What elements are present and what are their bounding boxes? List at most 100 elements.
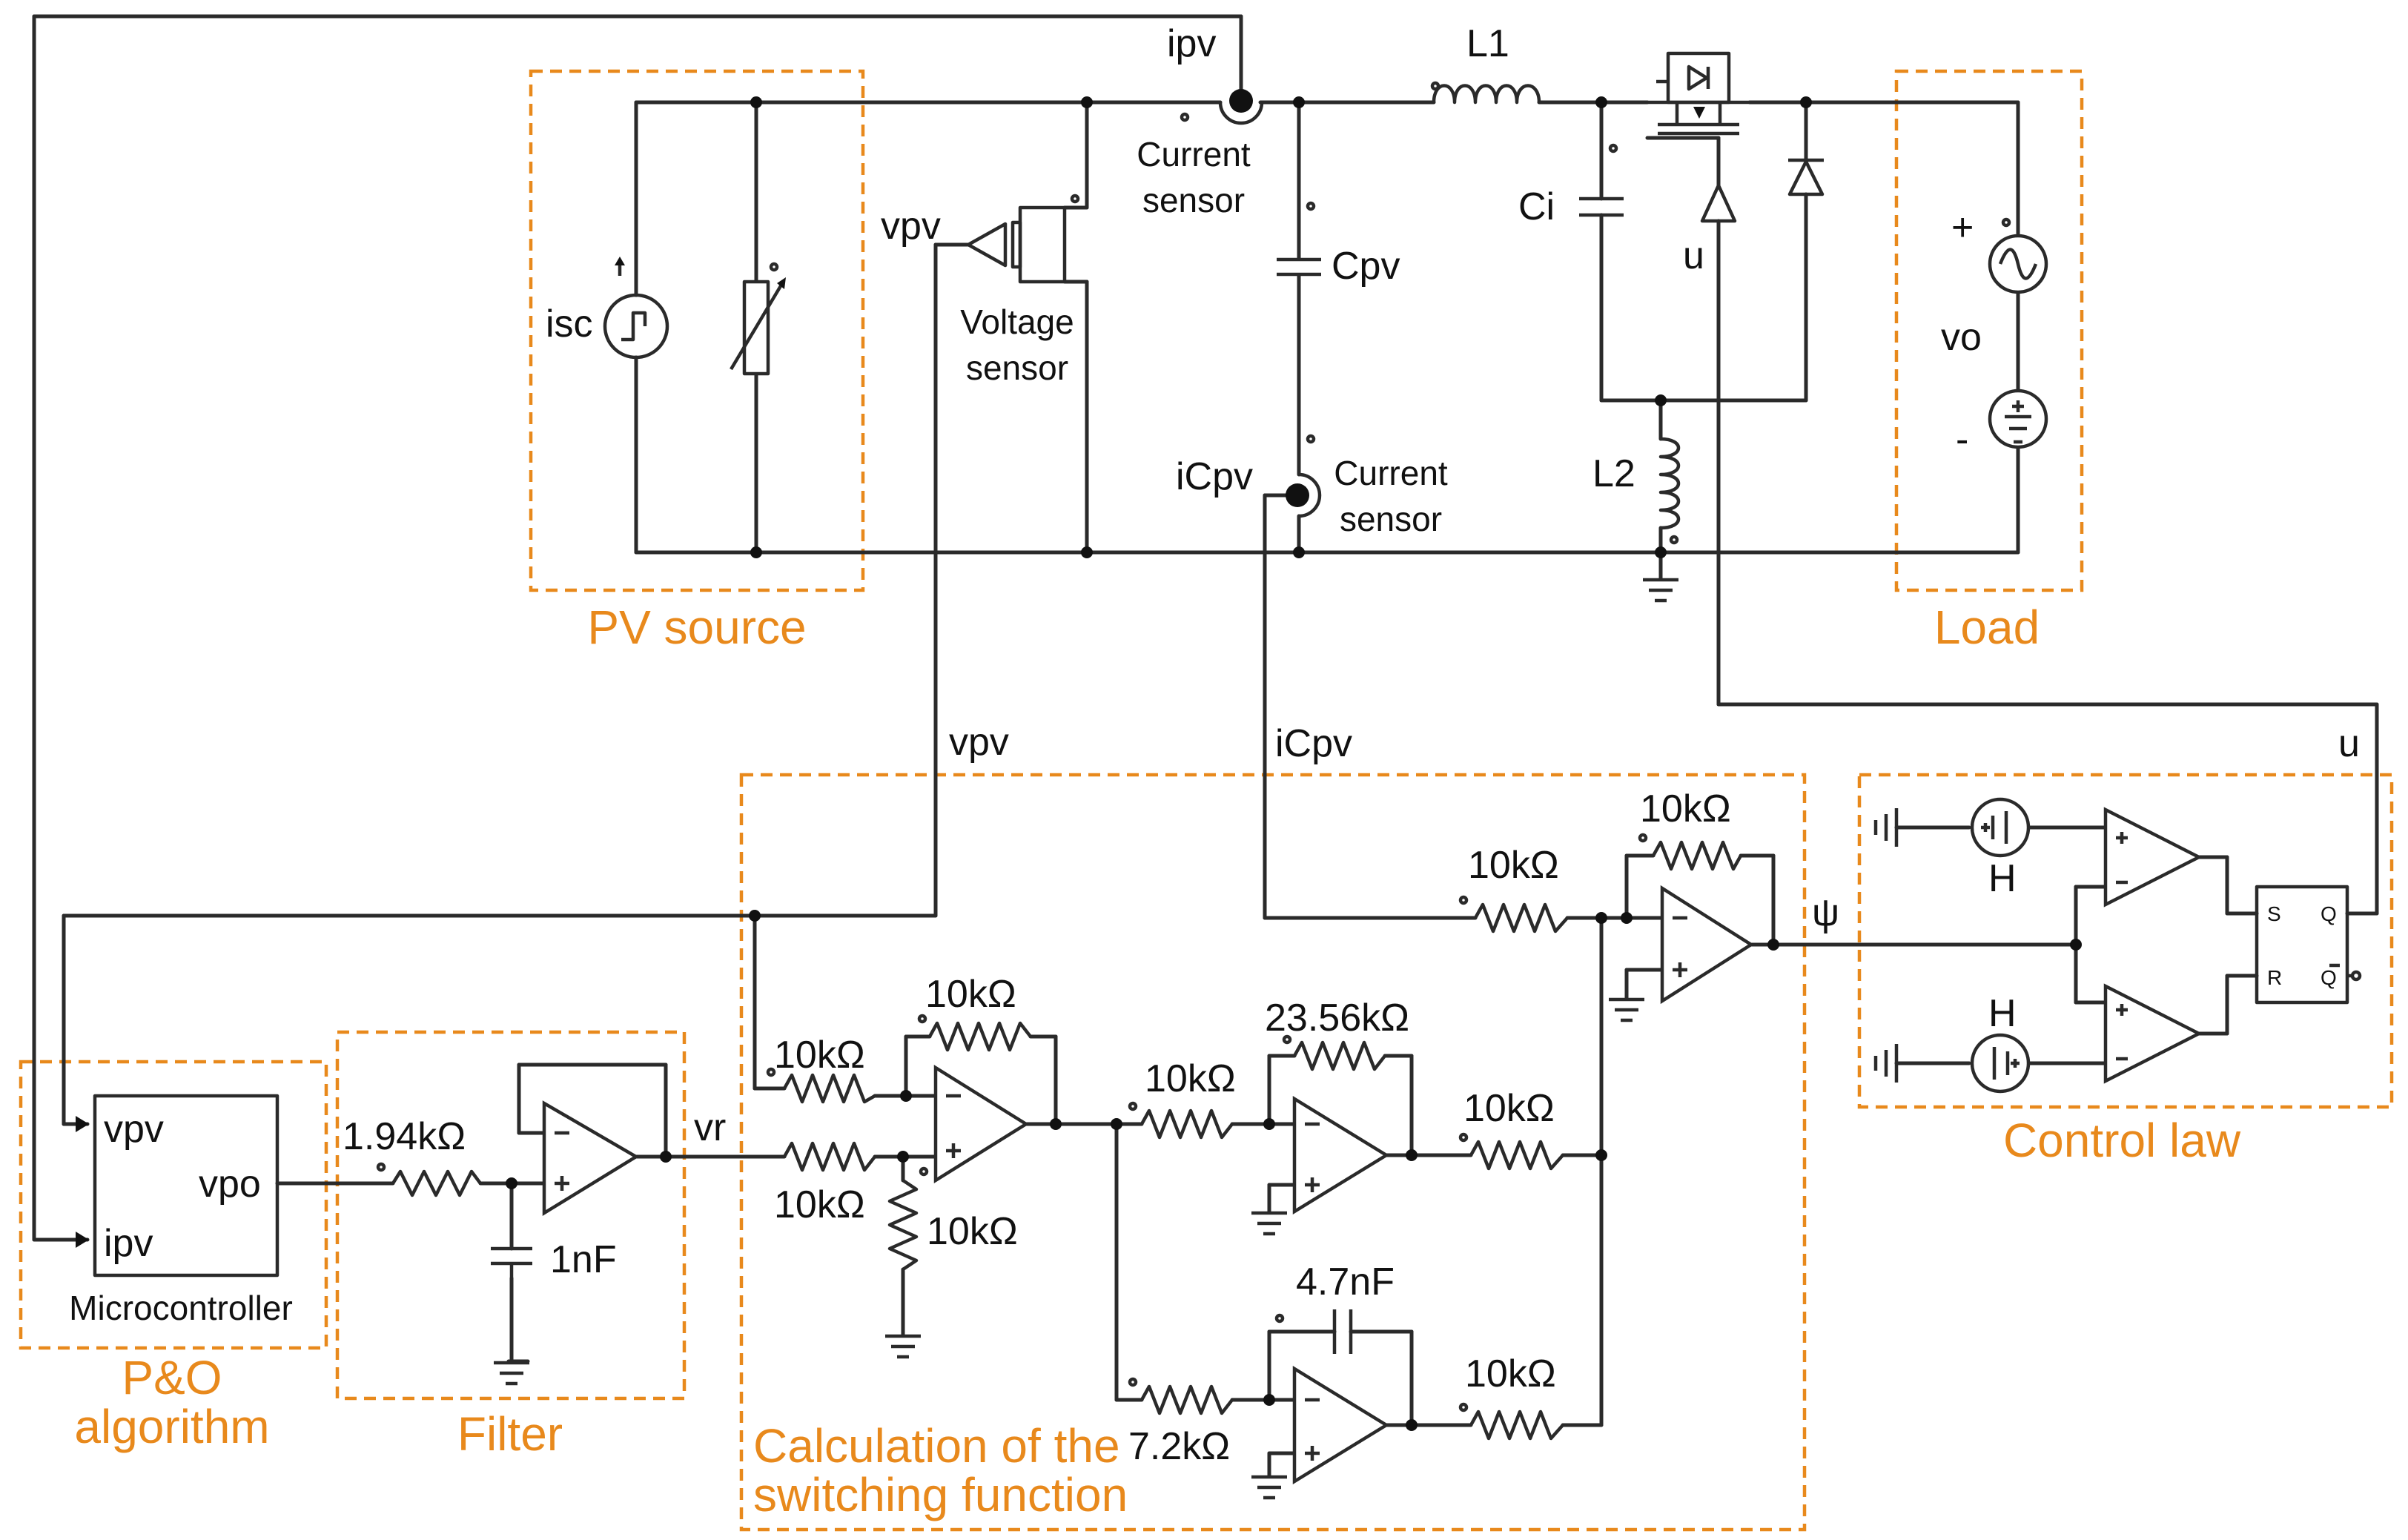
filter-capacitor-label: 1nF: [550, 1238, 617, 1281]
current-source-isc: [603, 257, 669, 360]
icpv-signal-label: iCpv: [1275, 722, 1352, 765]
variable-resistor: [730, 262, 786, 376]
dc-source: [1988, 389, 2048, 449]
ff-r-label: R: [2267, 966, 2282, 989]
voltage-sensor-label-line1: Voltage: [960, 303, 1074, 341]
ac-source: [1988, 217, 2048, 294]
comparator-bottom: [2103, 983, 2203, 1084]
current-sensor-icpv: [1286, 434, 1322, 518]
vpv-signal-label: vpv: [949, 721, 1009, 764]
mc-vpv-input: vpv: [104, 1108, 164, 1151]
dc-source-h-bottom: [1970, 1033, 2031, 1094]
plus-label: +: [1951, 206, 1974, 249]
r-in-top-label: 10kΩ: [774, 1034, 865, 1077]
l2-label: L2: [1592, 452, 1635, 495]
ground-rail-bottom: [1873, 1044, 1899, 1083]
mc-ipv-input: ipv: [104, 1222, 153, 1265]
comparator-top: [2103, 807, 2203, 908]
r-in-2-label: 10kΩ: [1145, 1057, 1236, 1100]
filter-box: [335, 1030, 687, 1401]
pv-source-box: [529, 69, 865, 592]
power-stage-wires: [634, 100, 2020, 707]
mc-vpo-output: vpo: [199, 1163, 261, 1206]
switching-title-line2: switching function: [753, 1468, 1128, 1521]
resistor-10k-ground: [887, 1179, 919, 1271]
po-algorithm-title-line1: P&O: [122, 1351, 222, 1404]
r-fb-sum-label: 10kΩ: [1640, 787, 1731, 830]
ground-symbol: [1251, 1475, 1287, 1500]
capacitor-cpv: [1277, 201, 1321, 277]
r-icpv-label: 10kΩ: [1468, 844, 1559, 887]
gate-driver: [1700, 183, 1737, 223]
microcontroller-title: Microcontroller: [69, 1289, 293, 1327]
vpv-sensor-label: vpv: [881, 205, 941, 248]
ground-symbol: [1251, 1211, 1287, 1236]
resistor-10k-feedback-sum: [1652, 840, 1742, 871]
ground-rail-top: [1873, 808, 1899, 847]
resistor-10k-in-top: [783, 1073, 876, 1104]
voltage-sensor-label-line2: sensor: [966, 348, 1068, 387]
current-sensor-2-label-line2: sensor: [1340, 500, 1442, 538]
current-sensor-1-label-line1: Current: [1137, 135, 1251, 174]
control-law-box: [1857, 773, 2394, 1109]
r-fb-1-label: 10kΩ: [925, 973, 1016, 1016]
mosfet-switch: [1647, 51, 1750, 136]
isc-label: isc: [546, 303, 593, 346]
resistor-10k-out-3: [1469, 1410, 1564, 1441]
c-fb-3-label: 4.7nF: [1296, 1260, 1395, 1303]
ff-s-label: S: [2267, 902, 2281, 925]
ground-symbol: [1609, 997, 1644, 1022]
r-out-3-label: 10kΩ: [1465, 1352, 1556, 1395]
r-out-2-label: 10kΩ: [1463, 1087, 1555, 1130]
load-box: [1894, 69, 2084, 592]
ff-qbar-label: Q: [2321, 966, 2337, 989]
ground-symbol: [494, 1361, 529, 1386]
current-sensor-2-label-line1: Current: [1334, 454, 1448, 492]
r-fb-2-label: 23.56kΩ: [1265, 997, 1409, 1040]
control-law-title: Control law: [2003, 1114, 2241, 1167]
ground-symbol: [885, 1334, 921, 1359]
capacitor-ci: [1579, 143, 1624, 217]
resistor-10k-feedback-1: [928, 1021, 1032, 1052]
dc-source-h-top: [1970, 797, 2031, 858]
ff-q-label: Q: [2321, 902, 2337, 925]
sr-flip-flop: [2255, 885, 2362, 1005]
icpv-label: iCpv: [1176, 455, 1253, 498]
po-algorithm-box: [19, 1060, 328, 1350]
po-algorithm-title-line2: algorithm: [74, 1400, 269, 1453]
junction-dots: [506, 96, 2082, 1431]
opamp-buffer: [542, 1100, 640, 1217]
pin-markers: [766, 833, 1648, 1412]
l1-label: L1: [1466, 22, 1509, 65]
resistor-10k-in-bottom: [783, 1141, 876, 1172]
opamp-summing: [1660, 885, 1755, 1005]
switching-title-line1: Calculation of the: [753, 1419, 1120, 1473]
ground-symbol: [1643, 578, 1678, 603]
cpv-label: Cpv: [1332, 245, 1400, 288]
inductor-l1: [1430, 81, 1541, 105]
current-sensor-ipv: [1180, 89, 1264, 125]
r-in-3-label: 7.2kΩ: [1128, 1425, 1230, 1468]
minus-label: -: [1956, 418, 1968, 461]
filter-title: Filter: [457, 1407, 563, 1461]
microcontroller-block: [93, 1094, 280, 1278]
arrowheads: [76, 1116, 89, 1248]
inductor-l2: [1658, 437, 1681, 545]
resistor-in-3: [1140, 1384, 1234, 1415]
block-boxes: [19, 69, 2394, 1532]
u-signal-label: u: [2338, 722, 2360, 765]
r-gnd-label: 10kΩ: [927, 1210, 1018, 1253]
filter-resistor-label: 1.94kΩ: [343, 1115, 466, 1158]
capacitor-integrator: [1332, 1309, 1353, 1354]
ci-label: Ci: [1518, 185, 1555, 228]
ipv-top-label: ipv: [1167, 22, 1216, 65]
resistor-filter: [391, 1169, 482, 1197]
signal-wires: [32, 14, 2379, 1242]
resistor-feedback-2: [1293, 1040, 1386, 1071]
vo-label: vo: [1941, 316, 1982, 359]
resistor-10k-in-2: [1140, 1108, 1234, 1140]
opamp-difference: [933, 1064, 1030, 1184]
psi-label: ψ: [1812, 891, 1839, 934]
diode: [1787, 158, 1825, 196]
